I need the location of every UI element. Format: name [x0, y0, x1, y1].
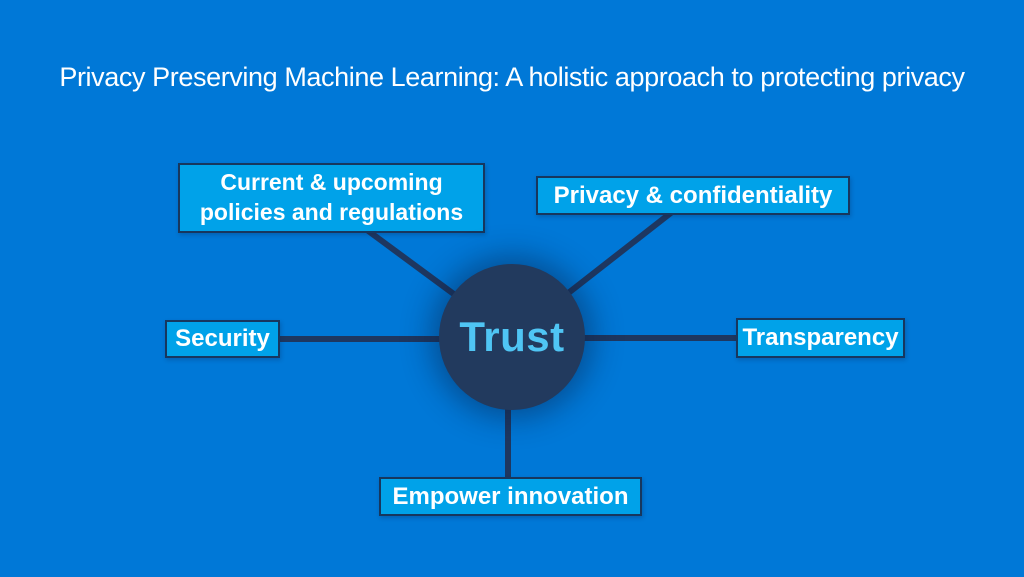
node-transparency-label: Transparency [742, 324, 899, 352]
node-policies-label: Current & upcoming policies and regulati… [199, 169, 464, 225]
center-node-trust: Trust [439, 264, 585, 410]
node-privacy: Privacy & confidentiality [536, 176, 850, 215]
slide-title: Privacy Preserving Machine Learning: A h… [59, 62, 965, 92]
node-security: Security [165, 320, 280, 358]
node-security-label: Security [175, 325, 270, 353]
node-privacy-label: Privacy & confidentiality [553, 181, 833, 209]
node-innovation: Empower innovation [379, 477, 642, 516]
node-policies: Current & upcoming policies and regulati… [178, 163, 485, 233]
node-innovation-label: Empower innovation [392, 482, 629, 510]
center-node-label: Trust [459, 313, 565, 360]
node-transparency: Transparency [736, 318, 905, 358]
